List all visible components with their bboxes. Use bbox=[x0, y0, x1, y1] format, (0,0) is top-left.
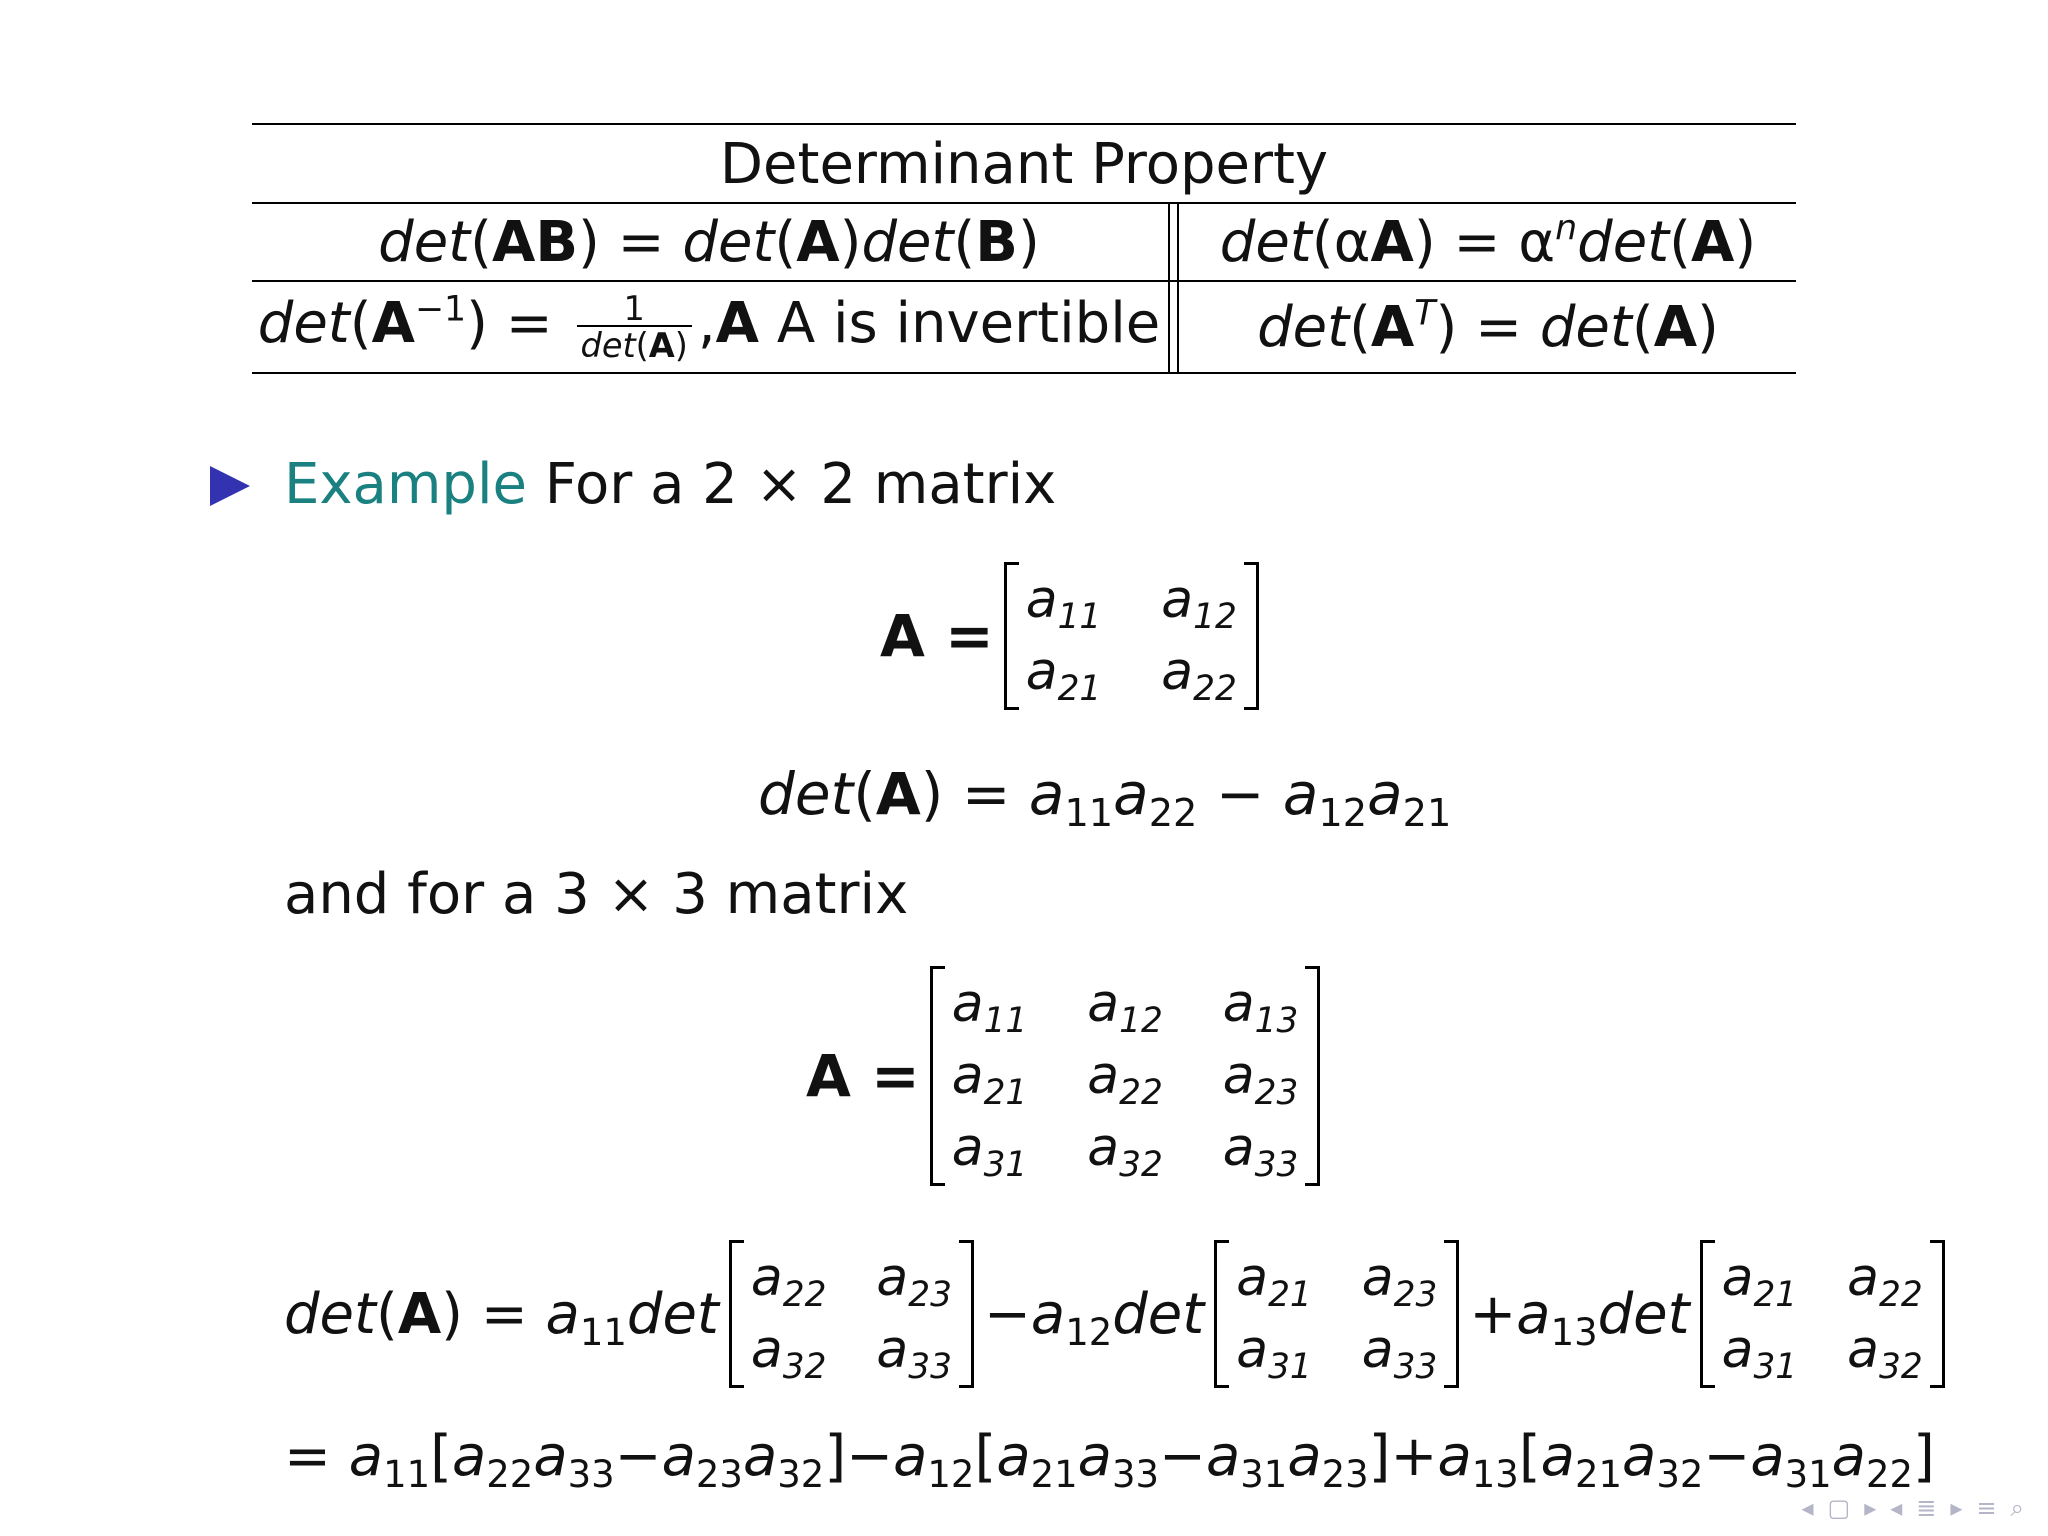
matrix-2x2-lhs: A = bbox=[880, 602, 994, 670]
section-back-icon[interactable]: ◂ bbox=[1890, 1494, 1903, 1522]
bullet-text: Example For a 2 × 2 matrix bbox=[284, 452, 1056, 517]
table-header-text: Determinant Property bbox=[719, 131, 1329, 197]
table-divider-left bbox=[1168, 203, 1170, 373]
frame-icon[interactable]: ▢ bbox=[1827, 1494, 1851, 1522]
nav-right-arrow-icon[interactable]: ▸ bbox=[1864, 1494, 1877, 1522]
invertible-label: A is invertible bbox=[776, 291, 1161, 357]
nav-left-arrow-icon[interactable]: ◂ bbox=[1801, 1494, 1814, 1522]
text-3x3-intro: and for a 3 × 3 matrix bbox=[284, 862, 909, 927]
table-header: Determinant Property bbox=[252, 125, 1796, 203]
example-label: Example bbox=[284, 452, 527, 517]
subsection-icon[interactable]: ≡ bbox=[1976, 1494, 1997, 1522]
search-icon[interactable]: ⌕ bbox=[2010, 1494, 2024, 1522]
table-top-rule bbox=[252, 123, 1796, 125]
table-row-rule bbox=[252, 280, 1796, 282]
example-text: For a 2 × 2 matrix bbox=[544, 452, 1057, 517]
section-forward-icon[interactable]: ▸ bbox=[1950, 1494, 1963, 1522]
table-cell-det-product: det(AB) = det(A)det(B) bbox=[378, 209, 1040, 275]
table-cell-det-scalar: det(αA) = αndet(A) bbox=[1219, 207, 1757, 275]
det-2x2-formula: det(A) = a11a22 − a12a21 bbox=[758, 760, 1452, 837]
matrix-3x3-lhs: A = bbox=[806, 1042, 920, 1110]
table-cell-det-transpose: det(AT) = det(A) bbox=[1257, 292, 1719, 360]
table-divider-right bbox=[1177, 203, 1179, 373]
det-3x3-final: = a11[a22a33−a23a32]−a12[a21a33−a31a23]+… bbox=[284, 1424, 1935, 1496]
table-bottom-rule bbox=[252, 372, 1796, 374]
table-header-rule bbox=[252, 202, 1796, 204]
bullet-arrow-icon bbox=[210, 466, 250, 506]
beamer-nav: ◂ ▢ ▸ ◂ ≣ ▸ ≡ ⌕ bbox=[1801, 1494, 2024, 1522]
section-icon[interactable]: ≣ bbox=[1916, 1494, 1937, 1522]
